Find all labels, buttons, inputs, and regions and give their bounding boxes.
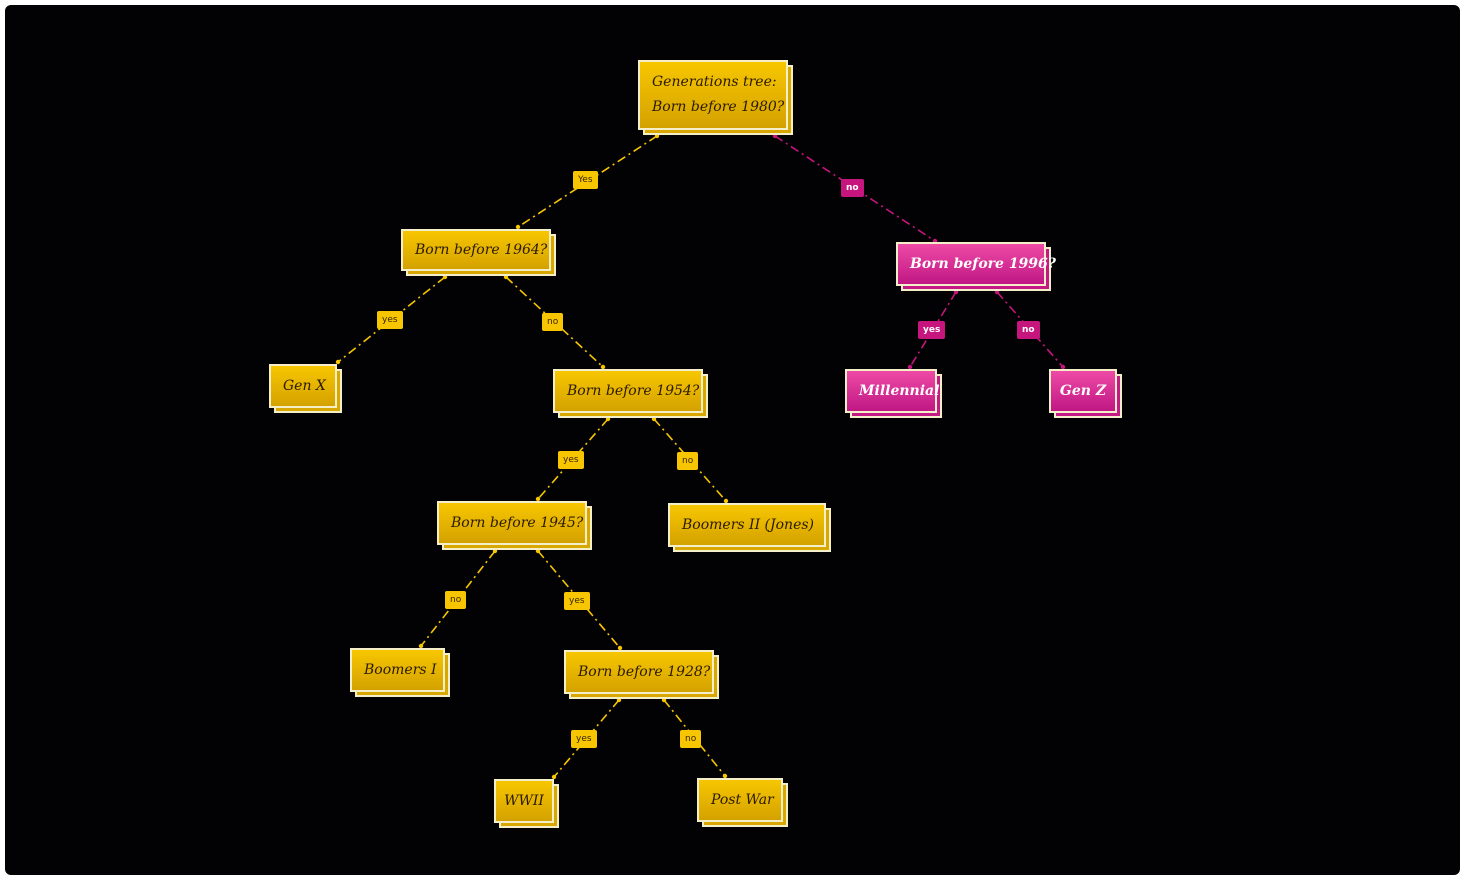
node-label: WWII [504,792,544,809]
edge-target-marker [1060,364,1066,370]
node-label: Gen Z [1059,382,1107,399]
node-label: Gen X [283,377,326,394]
node-label: Millennial [859,382,940,399]
node-root-line1: Generations tree: [652,74,777,90]
node-root-line2: Born before 1980? [652,99,785,115]
node-gen-z[interactable]: Gen Z [1049,369,1117,413]
node-label: Born before 1964? [415,241,548,258]
node-gen-x[interactable]: Gen X [269,364,337,408]
edge-label-1928-yes[interactable]: yes [571,730,597,748]
node-label: Post War [711,791,774,808]
node-root[interactable]: Generations tree: Born before 1980? [638,60,788,130]
edge-source-marker [772,133,778,139]
edge-label-root-yes[interactable]: Yes [573,171,598,189]
node-born-before-1945[interactable]: Born before 1945? [437,501,587,545]
edge-source-marker [953,289,959,295]
node-born-before-1928[interactable]: Born before 1928? [564,650,714,694]
edge-label-1954-no[interactable]: no [677,452,699,470]
edge-label-1964-yes[interactable]: yes [377,311,403,329]
edge-label-root-no[interactable]: no [841,179,864,197]
node-born-before-1964[interactable]: Born before 1964? [401,229,551,271]
edge-line-3 [505,276,604,368]
diagram-canvas: Generations tree: Born before 1980? Born… [5,5,1460,875]
edge-source-marker [661,697,667,703]
edge-label-1945-no[interactable]: no [445,591,467,609]
edge-label-1996-yes[interactable]: yes [918,321,946,339]
edge-label-1964-no[interactable]: no [542,313,564,331]
edge-source-marker [654,133,660,139]
node-label: Born before 1928? [578,663,711,680]
edge-target-marker [617,645,623,651]
edge-source-marker [605,416,611,422]
edge-line-11 [663,699,726,777]
edge-target-marker [515,224,521,230]
node-label: Born before 1954? [567,382,700,399]
node-millennial[interactable]: Millennial [845,369,940,413]
edge-source-marker [994,289,1000,295]
edge-source-marker [651,416,657,422]
edge-source-marker [535,548,541,554]
edge-label-1996-no[interactable]: no [1017,321,1040,339]
edge-target-marker [600,364,606,370]
edge-target-marker [723,498,729,504]
edge-line-7 [653,418,727,502]
edge-source-marker [503,274,509,280]
node-label: Born before 1996? [910,255,1056,272]
edge-target-marker [722,773,728,779]
node-boomers-ii-jones[interactable]: Boomers II (Jones) [668,503,826,547]
edge-target-marker [551,774,557,780]
node-born-before-1996[interactable]: Born before 1996? [896,242,1056,286]
node-post-war[interactable]: Post War [697,778,783,822]
node-wwii[interactable]: WWII [494,779,554,823]
node-born-before-1954[interactable]: Born before 1954? [553,369,703,413]
edge-label-1954-yes[interactable]: yes [558,451,584,469]
edge-line-10 [553,699,620,778]
edge-target-marker [335,359,341,365]
node-boomers-i[interactable]: Boomers I [350,648,445,692]
node-label: Boomers II (Jones) [682,516,814,533]
edge-source-marker [442,274,448,280]
node-label: Boomers I [364,661,437,678]
edge-label-1928-no[interactable]: no [680,730,702,748]
edge-target-marker [418,643,424,649]
edge-source-marker [492,548,498,554]
edge-source-marker [616,697,622,703]
edge-layer [335,133,1066,780]
edge-label-1945-yes[interactable]: yes [564,592,590,610]
node-label: Born before 1945? [451,514,584,531]
edge-target-marker [535,496,541,502]
edge-line-2 [337,276,446,363]
edge-target-marker [907,364,913,370]
edge-line-5 [996,291,1064,368]
